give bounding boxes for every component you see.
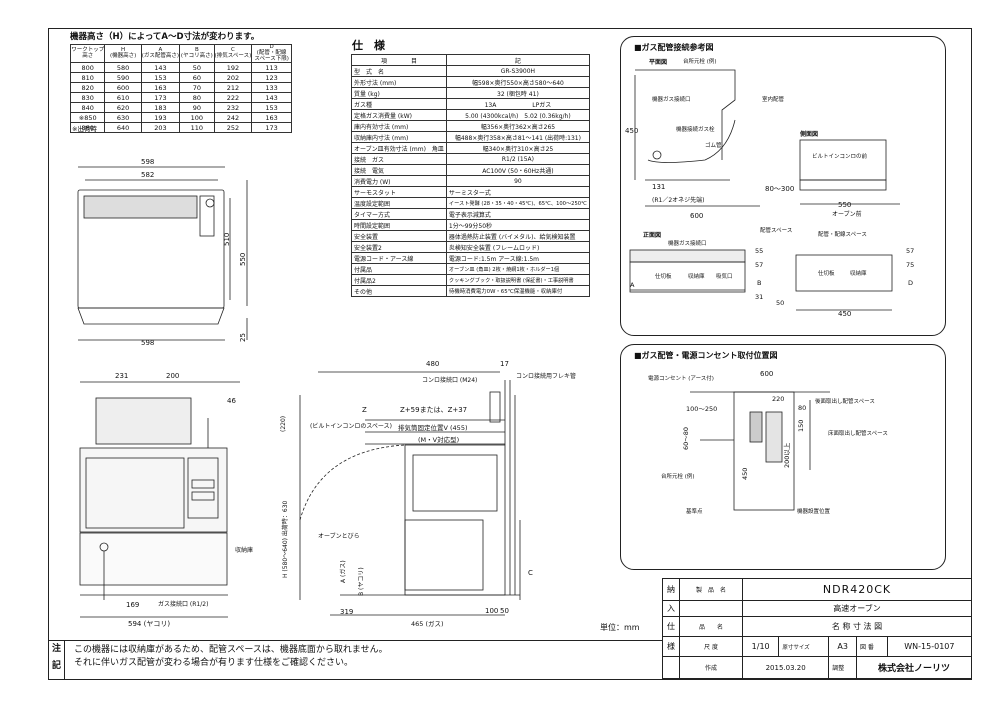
col-d: D (配管・配線 スペース下限) bbox=[251, 43, 292, 64]
height-table-footnote: ※出荷時 bbox=[72, 125, 97, 133]
col-worktop: ワークトップ高さ bbox=[69, 43, 106, 64]
drawing-number: WN-15-0107 bbox=[886, 636, 973, 657]
product-sub: 高速オーブン bbox=[742, 600, 972, 617]
height-table: ワークトップ高さ H (機器高さ) A (ガス配管高さ) B (ヤコリ高さ) C… bbox=[69, 43, 292, 134]
plan-label: 平面図 bbox=[649, 59, 668, 66]
spec-row: 外形寸法 (mm)幅598×奥行550×高さ580～640 bbox=[351, 76, 590, 88]
unit-label: 単位：mm bbox=[600, 623, 640, 632]
spec-row: その他待機時消費電力0W・65℃保温機能・収納庫付 bbox=[351, 285, 590, 297]
product-name: NDR420CK bbox=[742, 578, 972, 601]
title-block: 納 製 品 名 NDR420CK 入 高速オーブン 仕 品 名 名 称 寸 法 … bbox=[662, 578, 973, 679]
side-label: 側面図 bbox=[800, 131, 819, 138]
spec-row: タイマー方式電子表示減算式 bbox=[351, 208, 590, 220]
spec-row: 安全装置器体過熱防止装置 (バイメタル)、給気検知装置 bbox=[351, 230, 590, 242]
gas-ref-panel bbox=[620, 36, 946, 336]
spec-row: 付属品オーブン皿 (角皿) 2枚・焼網1枚・ホルダー1個 bbox=[351, 263, 590, 275]
col-c: C (排気スペース) bbox=[213, 43, 253, 64]
spec-row: オーブン皿有効寸法 (mm) 角皿幅340×奥行310×高さ25 bbox=[351, 142, 590, 154]
outlet-panel bbox=[620, 344, 946, 570]
outlet-title: ■ガス配管・電源コンセント取付位置図 bbox=[634, 351, 778, 360]
notes-label-1: 注 bbox=[52, 644, 62, 654]
drawing-name: 名 称 寸 法 図 bbox=[742, 616, 972, 637]
notes-label-2: 記 bbox=[52, 661, 62, 671]
col-h: H (機器高さ) bbox=[104, 43, 142, 64]
spec-row: 電源コード・アース線電源コード:1.5m アース線:1.5m bbox=[351, 252, 590, 264]
spec-title: 仕 様 bbox=[352, 39, 385, 52]
note-line-2: それに伴いガス配管が変わる場合が有ります仕様をご確認ください。 bbox=[74, 658, 354, 668]
drawing-frame bbox=[48, 28, 972, 680]
height-table-title: 機器高さ（H）によってA～D寸法が変わります。 bbox=[70, 32, 260, 42]
spec-row: 収納庫内寸法 (mm)幅488×奥行358×高さ81～141 (出荷時:131) bbox=[351, 131, 590, 143]
company-name: 株式会社ノーリツ bbox=[855, 656, 973, 679]
col-a: A (ガス配管高さ) bbox=[140, 43, 181, 64]
note-line-1: この機器には収納庫があるため、配管スペースは、機器底面から取れません。 bbox=[74, 645, 388, 655]
notes-box bbox=[48, 640, 662, 681]
front-label: 正面図 bbox=[643, 232, 662, 239]
gas-ref-title: ■ガス配管接続参考図 bbox=[634, 43, 714, 52]
col-b: B (ヤコリ高さ) bbox=[179, 43, 215, 64]
